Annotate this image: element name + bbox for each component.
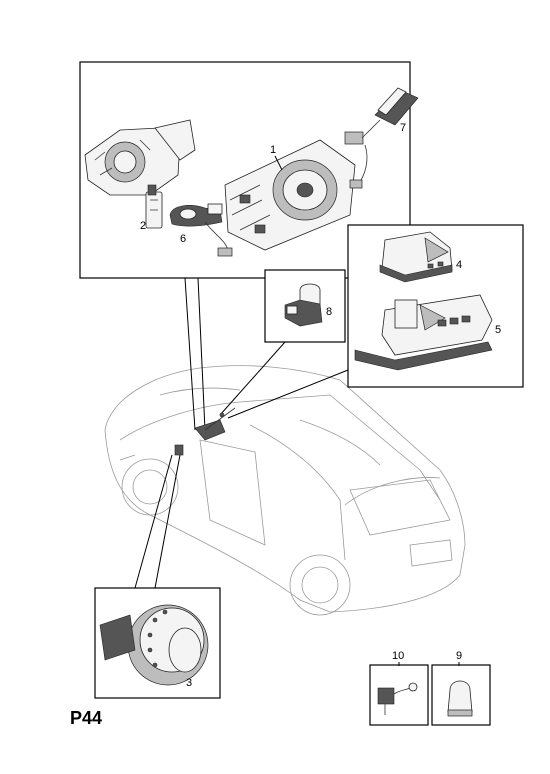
part-6-switch (169, 203, 233, 257)
callout-2: 2 (140, 220, 146, 232)
part-1-clock-spring (224, 139, 356, 251)
callout-3: 3 (186, 677, 192, 689)
part-10-socket (377, 682, 418, 715)
callout-9: 9 (456, 650, 462, 662)
callout-10: 10 (392, 650, 404, 662)
part-2-sensor (145, 184, 163, 229)
callout-6: 6 (180, 233, 186, 245)
part-7-stalk-switch (344, 87, 419, 189)
car-outline (104, 365, 466, 616)
leader-lines (134, 277, 349, 589)
callout-8: 8 (326, 306, 332, 318)
steering-lock-housing (84, 119, 196, 196)
part-9-bulb (447, 680, 473, 717)
callout-1: 1 (270, 144, 276, 156)
callout-4: 4 (456, 259, 462, 271)
dashboard-location-cluster (174, 407, 236, 456)
part-5-switch-panel (354, 294, 493, 371)
part-3-light-switch (99, 604, 209, 686)
callout-5: 5 (495, 324, 501, 336)
part-8-bulb-holder (284, 283, 323, 327)
page-code: P44 (70, 708, 103, 728)
part-4-hazard-switch (379, 231, 453, 283)
callout-7: 7 (400, 122, 406, 134)
